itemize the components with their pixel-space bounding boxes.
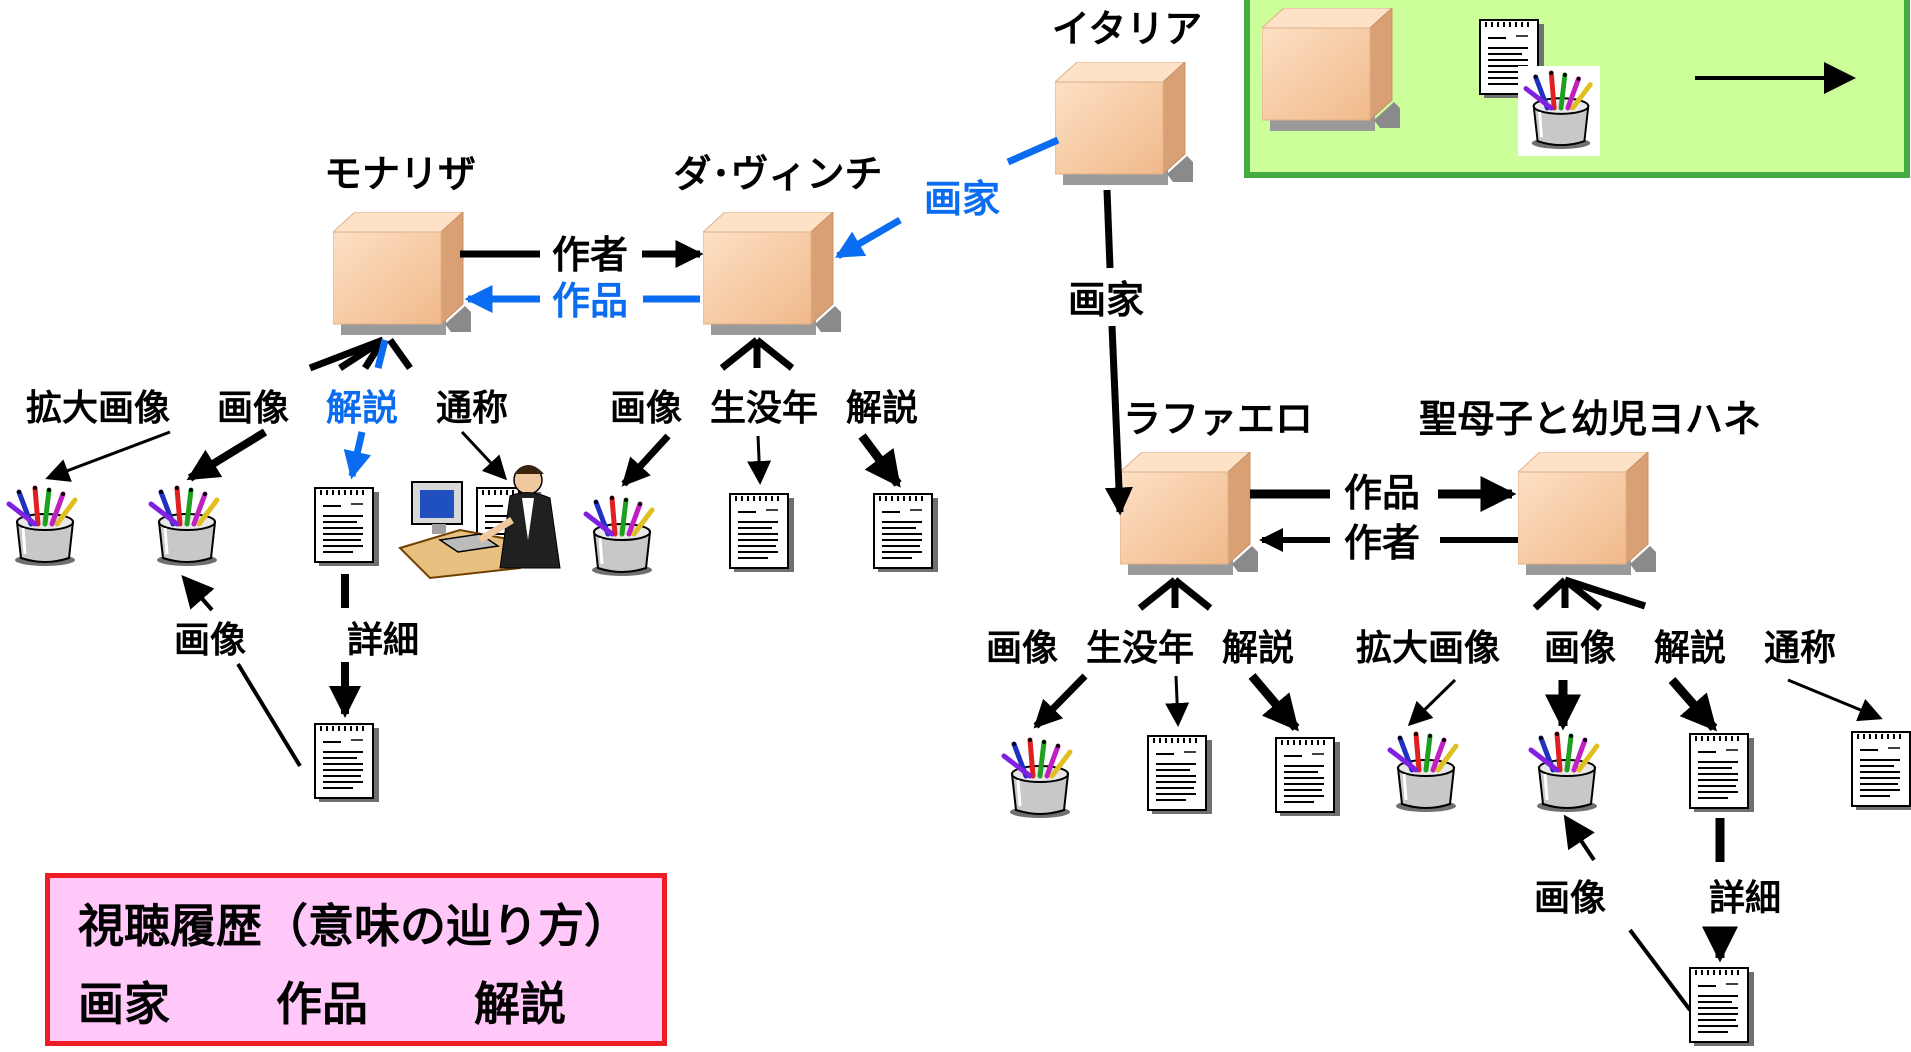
madonna-attr-line: [1563, 576, 1647, 610]
madonna-cube-icon[interactable]: [1518, 452, 1657, 576]
monalisa-image-arrow-icon: [186, 428, 268, 482]
person-at-computer-icon: [398, 465, 561, 580]
attr-label-lifespan: 生没年: [1086, 628, 1194, 669]
edge-label-author2: 作者: [1344, 521, 1420, 565]
attr-label-image-back: 画像: [1534, 878, 1606, 919]
raphael-commentary-document-icon[interactable]: [1275, 737, 1341, 817]
attr-label-common-name: 通称: [436, 388, 508, 429]
davinci-lifespan-document-icon[interactable]: [729, 493, 795, 573]
madonna-image-paint-pot-icon[interactable]: [1531, 732, 1597, 812]
madonna-commentary-document-icon[interactable]: [1689, 733, 1755, 813]
davinci-image-paint-pot-icon[interactable]: [586, 496, 652, 576]
edge-painter2-line: [1103, 189, 1114, 269]
edge-label-painter: 画家: [924, 177, 1000, 221]
madonna-zoom-paint-pot-icon[interactable]: [1390, 732, 1456, 812]
edge-painter-arrow-icon: [834, 216, 902, 260]
edge-label-work2: 作品: [1344, 471, 1420, 515]
raphael-lifespan-document-icon[interactable]: [1147, 735, 1213, 815]
monalisa-attr-line: [374, 339, 389, 369]
monalisa-zoom-paint-pot-icon[interactable]: [9, 486, 75, 566]
monalisa-attr-line: [387, 337, 413, 371]
madonna-name-document-icon[interactable]: [1851, 731, 1911, 811]
viewing-history-title: 視聴履歴（意味の辿り方）: [78, 899, 630, 953]
attr-label-image-back: 画像: [174, 620, 246, 661]
edge-painter2-arrow-icon: [1104, 325, 1133, 516]
davinci-commentary-document-icon[interactable]: [873, 493, 939, 573]
monalisa-back-line: [236, 662, 302, 768]
attr-label-zoom-image: 拡大画像: [1356, 628, 1500, 669]
edge-label-author: 作者: [552, 233, 628, 277]
monalisa-image-paint-pot-icon[interactable]: [151, 486, 217, 566]
monalisa-zoom-arrow-icon: [45, 430, 171, 482]
madonna-detail-document-icon[interactable]: [1689, 967, 1755, 1047]
monalisa-back-arrow-icon: [181, 574, 215, 612]
node-label-davinci: ダ･ヴィンチ: [673, 152, 882, 196]
attr-label-commentary: 解説: [326, 388, 398, 429]
node-label-raphael: ラファエロ: [1123, 397, 1313, 441]
attr-label-zoom-image: 拡大画像: [26, 388, 170, 429]
monalisa-commentary-arrow-icon: [343, 431, 372, 480]
monalisa-attr-line: [362, 338, 386, 370]
history-step-work[interactable]: 作品: [276, 977, 369, 1031]
monalisa-commentary-document-icon[interactable]: [314, 487, 380, 567]
davinci-commentary-arrow-icon: [858, 433, 902, 488]
madonna-zoom-arrow-icon: [1407, 678, 1457, 727]
raphael-attr-line: [1172, 577, 1213, 611]
node-label-monalisa: モナリザ: [324, 152, 476, 196]
davinci-cube-icon[interactable]: [703, 212, 842, 336]
edge-painter-line: [1006, 136, 1060, 166]
attr-label-commentary: 解説: [1654, 628, 1726, 669]
madonna-back-line: [1628, 928, 1692, 1012]
edge-label-work: 作品: [552, 279, 628, 323]
monalisa-name-arrow-icon: [460, 430, 508, 481]
attr-label-image: 画像: [986, 628, 1058, 669]
attr-label-detail: 詳細: [347, 620, 419, 661]
attr-label-image: 画像: [1544, 628, 1616, 669]
history-step-painter[interactable]: 画家: [78, 977, 170, 1031]
history-step-commentary[interactable]: 解説: [474, 977, 567, 1031]
viewing-history-box: 視聴履歴（意味の辿り方） 画家 作品 解説: [45, 873, 667, 1046]
attr-label-image: 画像: [217, 388, 289, 429]
legend-document-and-paint-pot-icon: [1479, 19, 1600, 156]
davinci-lifespan-arrow-icon: [747, 435, 772, 485]
raphael-image-paint-pot-icon[interactable]: [1004, 738, 1070, 818]
monalisa-cube-icon[interactable]: [333, 212, 472, 336]
edge-label-painter2: 画家: [1068, 278, 1144, 322]
attr-label-image: 画像: [610, 388, 682, 429]
raphael-cube-icon[interactable]: [1120, 452, 1259, 576]
madonna-attr-line: [1532, 577, 1568, 611]
madonna-commentary-arrow-icon: [1668, 677, 1718, 732]
node-label-italy: イタリア: [1052, 7, 1202, 51]
monalisa-attr-line: [338, 337, 385, 371]
raphael-commentary-arrow-icon: [1248, 673, 1300, 732]
attr-label-common-name: 通称: [1764, 628, 1836, 669]
viewing-history-path: 画家 作品 解説: [78, 976, 656, 1032]
madonna-back-arrow-icon: [1563, 814, 1596, 862]
legend-box: [1244, 0, 1910, 178]
raphael-lifespan-arrow-icon: [1165, 675, 1190, 727]
davinci-attr-line: [719, 337, 760, 371]
raphael-image-arrow-icon: [1033, 673, 1088, 729]
davinci-image-arrow-icon: [621, 433, 671, 487]
attr-label-lifespan: 生没年: [710, 388, 818, 429]
attr-label-commentary: 解説: [1222, 628, 1294, 669]
node-label-madonna: 聖母子と幼児ヨハネ: [1419, 397, 1761, 441]
monalisa-detail-document-icon[interactable]: [314, 723, 380, 803]
attr-label-commentary: 解説: [846, 388, 918, 429]
davinci-attr-line: [754, 337, 795, 371]
madonna-name-arrow-icon: [1787, 678, 1883, 722]
raphael-attr-line: [1137, 577, 1178, 611]
italy-cube-icon[interactable]: [1055, 62, 1194, 186]
attr-label-detail: 詳細: [1709, 878, 1781, 919]
